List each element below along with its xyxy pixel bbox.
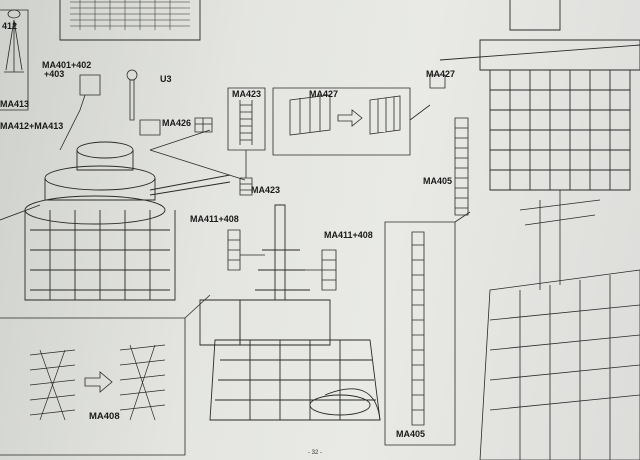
part-label-ma423-inset: MA423 — [232, 89, 262, 99]
page-number: - 32 - — [308, 450, 323, 456]
part-label-ma412: 412 — [2, 21, 18, 31]
part-label-ma427: MA427 — [426, 69, 456, 79]
part-label-ma403: +403 — [44, 69, 65, 79]
part-label-ma426: MA426 — [162, 118, 192, 128]
part-label-ma405-upper: MA405 — [423, 176, 453, 186]
part-label-ma412-ma413: MA412+MA413 — [0, 121, 64, 131]
part-label-ma401-402: MA401+402 — [42, 60, 92, 70]
part-label-ma411-408-left: MA411+408 — [190, 214, 239, 224]
part-label-ma427-inset: MA427 — [309, 89, 339, 99]
part-label-ma405-lower: MA405 — [396, 429, 426, 439]
part-label-u3: U3 — [160, 74, 172, 84]
part-label-ma423: MA423 — [251, 185, 281, 195]
part-label-ma411-408-right: MA411+408 — [324, 230, 373, 240]
part-label-ma413: MA413 — [0, 99, 30, 109]
part-label-ma408: MA408 — [89, 411, 120, 422]
